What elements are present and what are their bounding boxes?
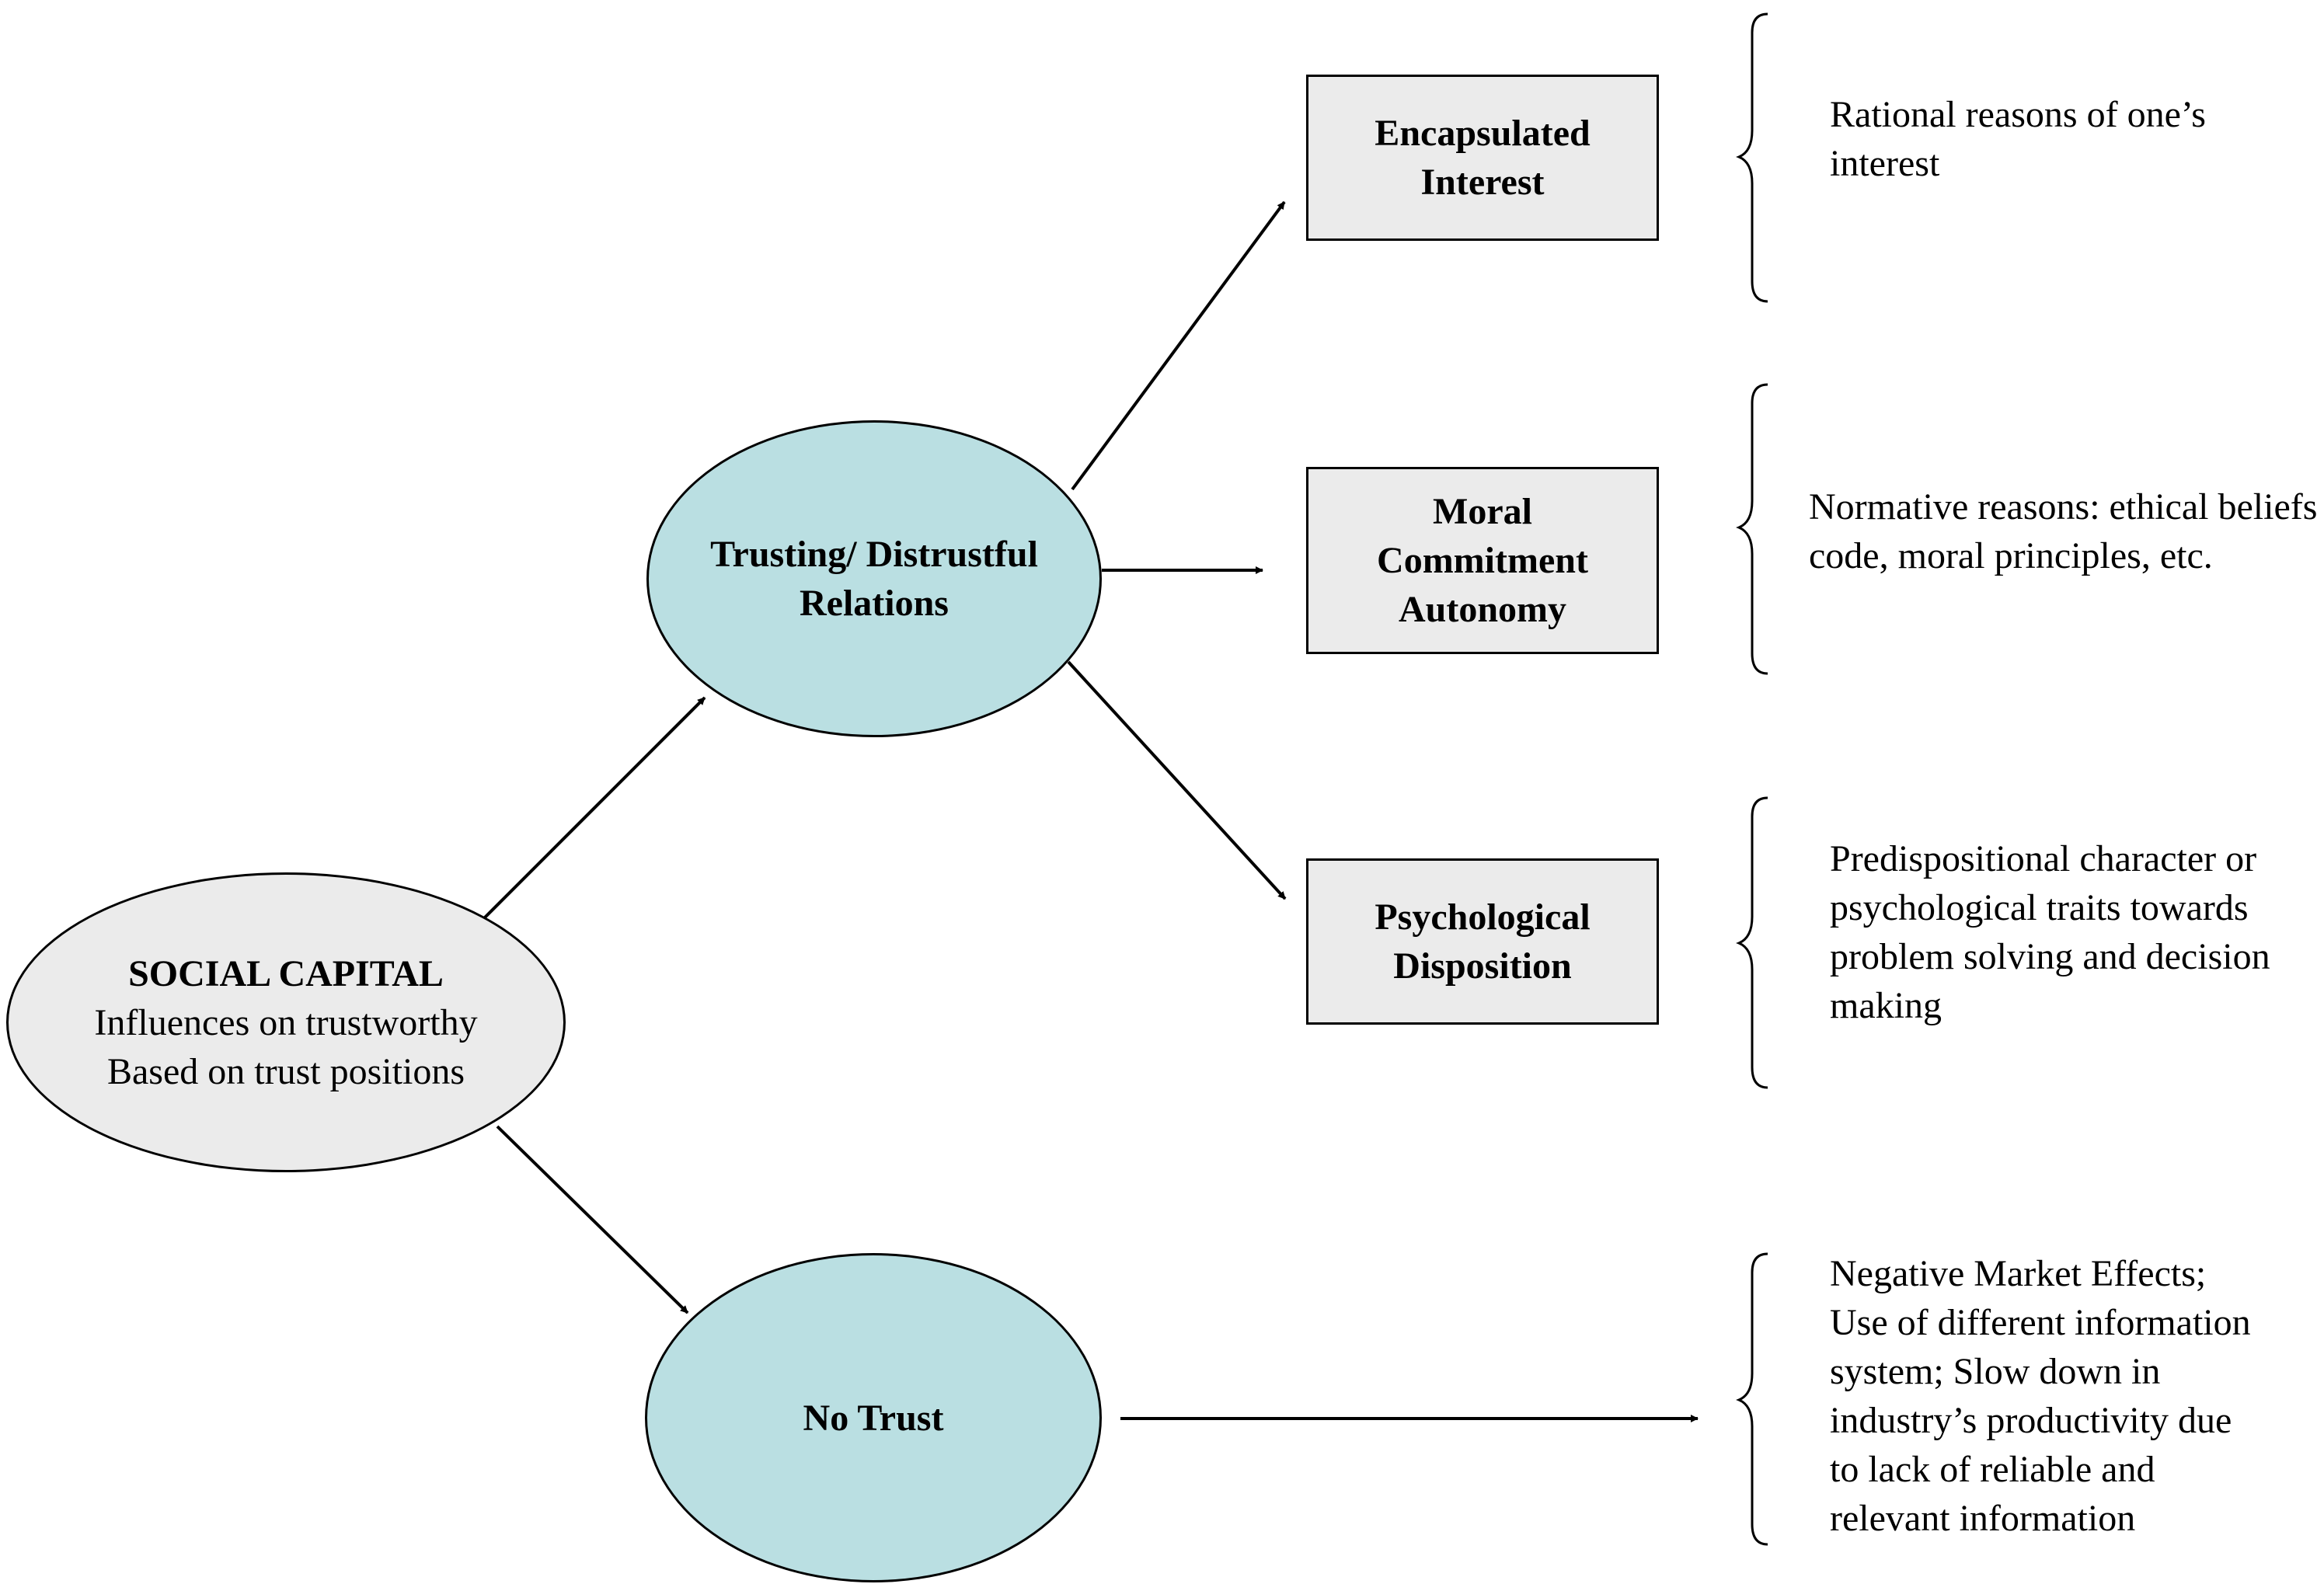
box-psychological-disposition: Psychological Disposition — [1306, 858, 1659, 1025]
node-no-trust: No Trust — [645, 1253, 1102, 1582]
desc-encapsulated: Rational reasons of one’s interest — [1830, 90, 2312, 188]
psychological-line1: Psychological — [1375, 896, 1591, 938]
desc-line: relevant information — [1830, 1498, 2136, 1539]
moral-line2: Commitment — [1377, 540, 1588, 581]
box-encapsulated-interest: Encapsulated Interest — [1306, 75, 1659, 241]
social-capital-line2: Based on trust positions — [106, 1050, 465, 1092]
trusting-line2: Relations — [799, 583, 949, 624]
desc-line: Negative Market Effects; — [1830, 1253, 2207, 1294]
desc-line: to lack of reliable and — [1830, 1449, 2155, 1490]
desc-line: making — [1830, 985, 1942, 1026]
node-social-capital: SOCIAL CAPITAL Influences on trustworthy… — [6, 872, 566, 1172]
desc-line: system; Slow down in — [1830, 1351, 2161, 1392]
brace-encapsulated — [1736, 12, 1768, 303]
desc-line: Use of different information — [1830, 1302, 2251, 1343]
arrow-social-to-trusting — [480, 696, 706, 922]
moral-line1: Moral — [1433, 491, 1532, 532]
moral-line3: Autonomy — [1398, 589, 1566, 630]
trusting-line1: Trusting/ Distrustful — [710, 534, 1038, 575]
no-trust-label: No Trust — [803, 1397, 944, 1439]
arrow-trusting-to-encapsulated — [1071, 200, 1286, 491]
psychological-line2: Disposition — [1393, 945, 1572, 987]
desc-line: Normative reasons: ethical beliefs — [1809, 486, 2318, 527]
box-moral-commitment: Moral Commitment Autonomy — [1306, 467, 1659, 654]
social-capital-title: SOCIAL CAPITAL — [128, 952, 444, 994]
brace-moral — [1736, 383, 1768, 675]
arrow-trusting-to-psychological — [1067, 660, 1287, 900]
brace-psychological — [1736, 796, 1768, 1089]
desc-psychological: Predispositional character or psychologi… — [1830, 834, 2324, 1030]
arrow-social-to-no-trust — [496, 1125, 689, 1314]
brace-no-trust — [1736, 1252, 1768, 1546]
desc-line: interest — [1830, 143, 1940, 184]
desc-line: psychological traits towards — [1830, 887, 2249, 928]
social-capital-line1: Influences on trustworthy — [94, 1001, 478, 1043]
desc-line: code, moral principles, etc. — [1809, 535, 2213, 576]
desc-line: Predispositional character or — [1830, 838, 2257, 879]
desc-line: Rational reasons of one’s — [1830, 94, 2206, 135]
encapsulated-line2: Interest — [1420, 162, 1545, 203]
encapsulated-line1: Encapsulated — [1375, 113, 1591, 154]
desc-moral: Normative reasons: ethical beliefs code,… — [1809, 482, 2324, 580]
desc-line: industry’s productivity due — [1830, 1400, 2232, 1441]
desc-no-trust: Negative Market Effects; Use of differen… — [1830, 1249, 2312, 1543]
desc-line: problem solving and decision — [1830, 936, 2270, 977]
node-trusting-relations: Trusting/ Distrustful Relations — [646, 420, 1102, 737]
